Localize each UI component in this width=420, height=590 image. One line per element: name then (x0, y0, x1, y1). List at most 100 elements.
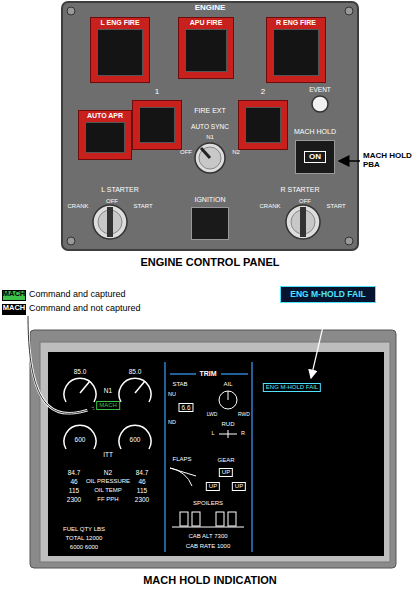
label: TOTAL 12000 (66, 535, 103, 542)
label: OFF (106, 198, 118, 205)
label: 115 (137, 487, 147, 494)
label: TRIM (199, 370, 216, 378)
panel-face (62, 2, 358, 250)
label: 2300 (135, 496, 149, 503)
label: ND (168, 419, 176, 425)
label: R STARTER (280, 186, 319, 194)
node-text: ON (304, 151, 326, 164)
control-panel: ENGINE L ENG FIRE APU FIRE R ENG FIRE 1 2AUTO… (62, 2, 358, 250)
label: GEAR (217, 457, 234, 464)
label: 600 (130, 436, 141, 443)
button-lens (185, 29, 227, 72)
display-dividers (165, 362, 252, 552)
node-text: IGNITION (185, 196, 235, 204)
boxed-readout: UP (232, 482, 246, 491)
push-button: APU FIRE (178, 17, 234, 79)
label: 85.0 (129, 368, 142, 375)
display-frame (40, 342, 390, 562)
label: STAB (172, 381, 187, 388)
legend-text: Command and captured (29, 289, 126, 299)
button-lens (245, 107, 281, 143)
legend-text: Command and not captured (29, 303, 141, 313)
label: CAB ALT 7300 (188, 533, 227, 540)
callout-arrow (28, 316, 94, 413)
label: 85.0 (74, 368, 87, 375)
label: CAB RATE 1000 (186, 543, 231, 550)
label: AIL (223, 381, 232, 388)
leader-line (339, 160, 360, 162)
label: MACH (3, 304, 26, 313)
label: MACH HOLD INDICATION (143, 574, 277, 587)
push-button: R ENG FIRE (266, 17, 326, 83)
node-text: AUTO APR (79, 111, 131, 120)
label: N1 (206, 134, 214, 141)
label: 115 (69, 487, 79, 494)
node-text: APU FIRE (179, 18, 233, 27)
label: ITT (103, 451, 113, 458)
push-button: 1 (132, 88, 182, 150)
r-starter-knob (286, 205, 320, 239)
button-lens (139, 107, 175, 143)
label: 46 (70, 478, 77, 485)
label: FF PPH (97, 496, 118, 503)
node-text: ENG M-HOLD FAIL (290, 290, 366, 299)
push-button: IGNITION (185, 196, 235, 240)
label: EVENT (309, 86, 331, 93)
callout-arrow-outline (28, 316, 94, 413)
label: CRANK (259, 203, 280, 210)
label: L STARTER (101, 186, 139, 194)
push-button: 2 (238, 88, 288, 150)
auto-sync-knob (195, 143, 225, 173)
label: FLAPS (172, 456, 191, 463)
label: SPOILERS (193, 500, 223, 507)
button-lens (97, 29, 143, 76)
event-button (312, 96, 328, 112)
push-button: AUTO APR (78, 110, 132, 160)
label: FUEL QTY LBS (63, 526, 105, 533)
label: N2 (232, 149, 240, 156)
panel-screws (67, 7, 353, 245)
button-body (191, 207, 229, 240)
label: 84.7 (136, 469, 149, 476)
push-button: MACH HOLDON (291, 128, 339, 174)
label: 46 (138, 478, 145, 485)
l-starter-knob (93, 205, 127, 239)
label: N2 (104, 469, 112, 476)
label: AUTO SYNC (191, 123, 229, 130)
boxed-readout: UP (219, 468, 233, 477)
push-button: L ENG FIRE (90, 17, 150, 83)
node-text: 1 (132, 88, 182, 97)
label: L (211, 430, 214, 436)
label: MACH HOLD PBA (363, 151, 417, 169)
display-screen (48, 352, 384, 556)
label: ENGINE CONTROL PANEL (141, 256, 280, 269)
label: FIRE EXT (194, 107, 226, 115)
label: OIL PRESSURE (86, 478, 130, 485)
boxed-readout: ENG M-HOLD FAIL (263, 383, 321, 392)
button-frame (132, 100, 182, 150)
label: 600 (75, 436, 86, 443)
button-lens (85, 122, 125, 153)
label: OFF (180, 149, 192, 156)
label: LWD (207, 412, 218, 418)
display-bezel (30, 330, 396, 568)
label: 6000 6000 (70, 544, 98, 551)
label: 2300 (67, 496, 81, 503)
boxed-readout: 6.6 (178, 403, 193, 412)
label: START (133, 203, 152, 210)
label: CRANK (67, 203, 88, 210)
label: OFF (299, 198, 311, 205)
button-frame (238, 100, 288, 150)
node-text: R ENG FIRE (267, 18, 325, 27)
button-body: ON (295, 140, 335, 174)
label: RUD (222, 421, 235, 428)
button-lens (273, 29, 319, 76)
boxed-readout: UP (206, 482, 220, 491)
fail-message: ENG M-HOLD FAIL (280, 286, 376, 303)
label: NU (168, 391, 176, 397)
label: 84.7 (68, 469, 81, 476)
node-text: 2 (238, 88, 288, 97)
node-text: L ENG FIRE (91, 18, 149, 27)
node-text: ENGINE (62, 4, 358, 13)
trim-symbols (170, 391, 244, 527)
